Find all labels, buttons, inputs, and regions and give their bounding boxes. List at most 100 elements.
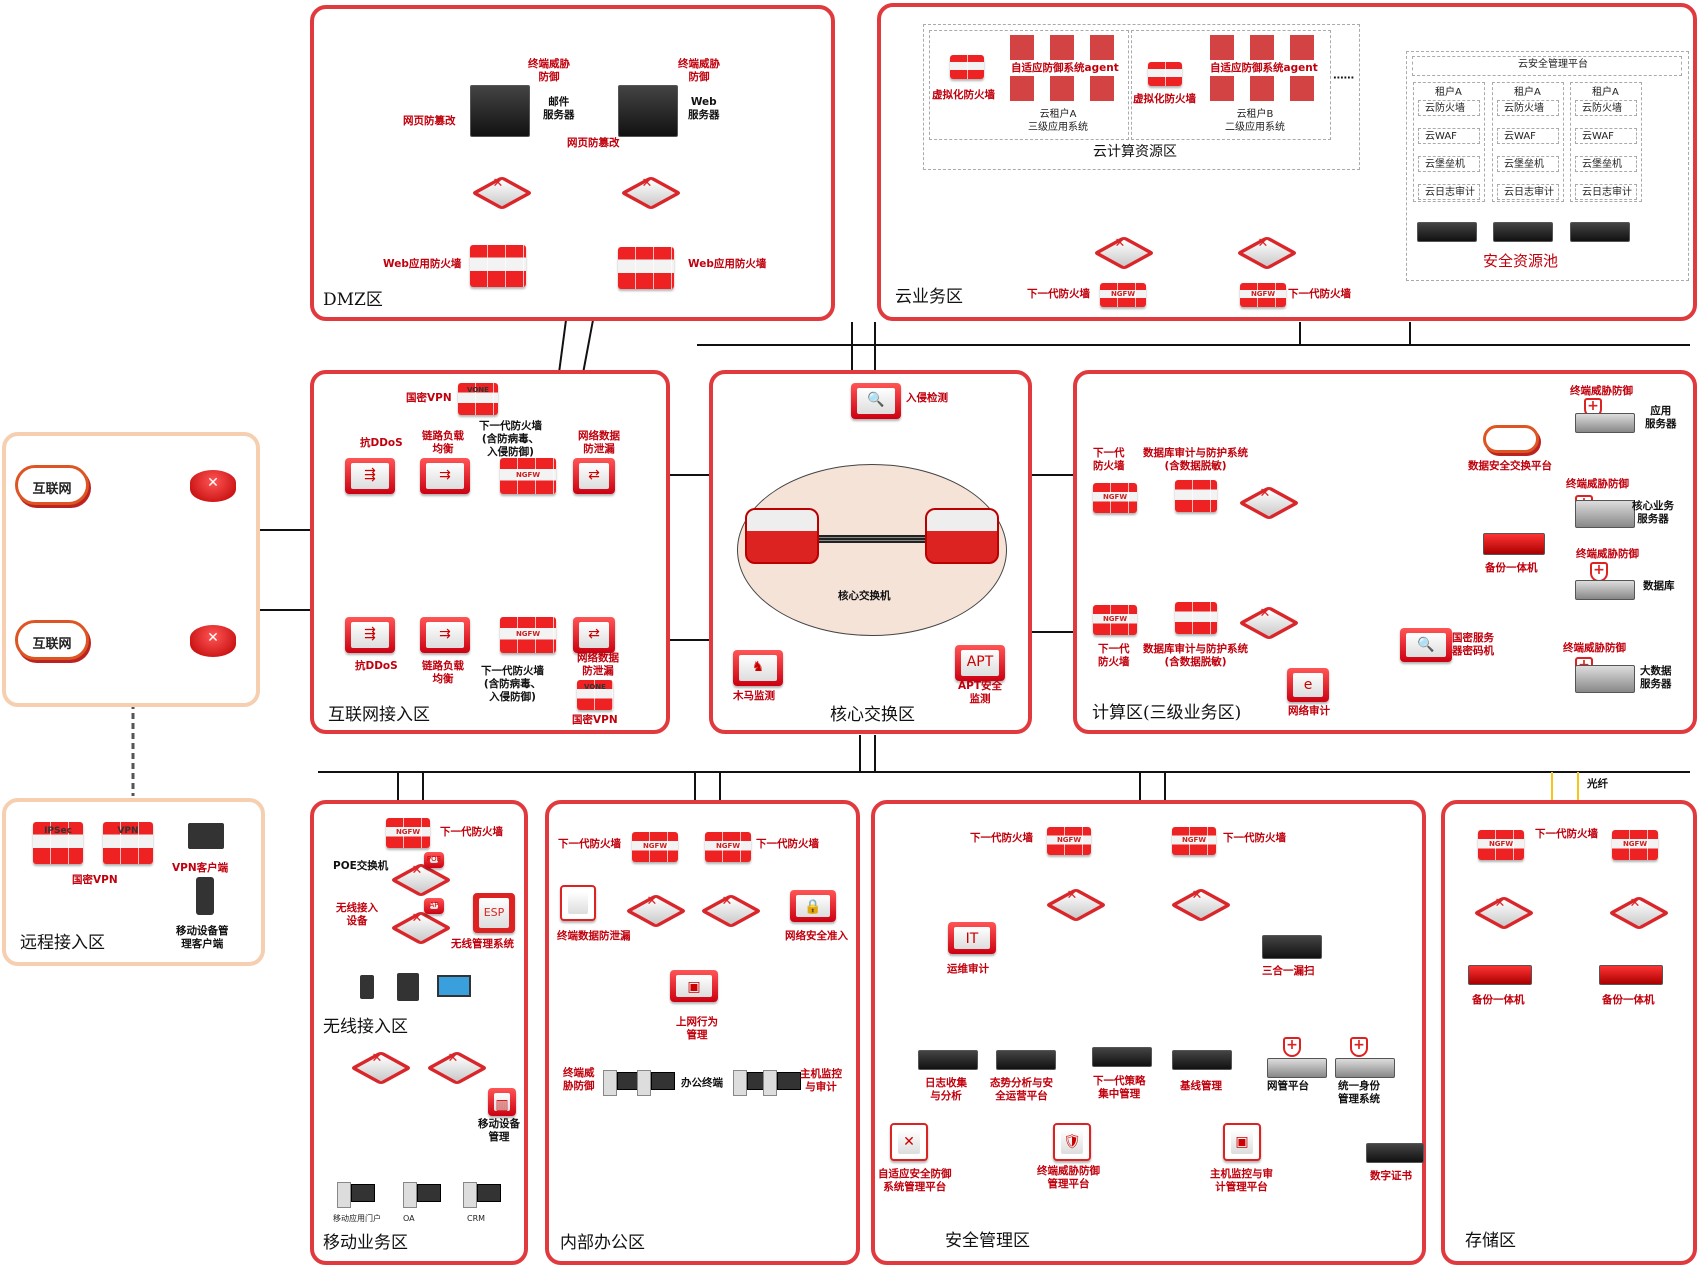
tenant-name: 租户A	[1514, 87, 1541, 98]
ngfw-label: 下一代 防火墙	[1093, 447, 1125, 472]
zone-title-storage: 存储区	[1465, 1231, 1516, 1251]
behavior-mgmt-icon: ▣	[670, 970, 718, 1002]
baseline-label: 基线管理	[1180, 1080, 1222, 1092]
office-zone	[545, 800, 860, 1265]
net-audit-icon: e	[1287, 668, 1329, 702]
cloud-service-label: 云日志审计	[1425, 187, 1475, 198]
tenant-column	[1570, 82, 1642, 202]
switch-icon	[1095, 235, 1145, 265]
web-server-icon	[618, 85, 678, 137]
backup-appliance-icon	[1599, 965, 1663, 985]
ngfw-badge: NGFW	[642, 842, 668, 850]
ngfw-badge: NGFW	[1056, 836, 1082, 844]
virtual-firewall-icon	[950, 55, 984, 79]
internet-cloud-label: 互联网	[32, 637, 72, 652]
ipsec-label: IPSec	[44, 826, 72, 836]
ngfw-label: 下一代防火墙 (含防病毒、 入侵防御)	[479, 420, 542, 458]
host-mgmt-label: 主机监控与审 计管理平台	[1210, 1168, 1273, 1193]
zone-title-compute: 计算区(三级业务区)	[1092, 703, 1242, 723]
nms-label: 网管平台	[1267, 1080, 1309, 1092]
web-tamper-label: 网页防篡改	[567, 137, 620, 149]
ap-label: 无线接入 设备	[336, 902, 378, 927]
cloud-service-item	[1575, 128, 1637, 144]
storage-zone	[1441, 800, 1697, 1265]
virtual-firewall-label: 虚拟化防火墙	[1133, 93, 1196, 105]
vpn-badge: VONE	[467, 386, 489, 394]
cloud-mgmt-platform-label: 云安全管理平台	[1518, 59, 1588, 70]
tenant-name: 租户A	[1435, 87, 1462, 98]
zone-title-dmz: DMZ区	[323, 290, 383, 310]
cloud-service-item	[1575, 184, 1637, 200]
dlp-icon: ⇄	[573, 458, 615, 494]
agent-label: 自适应防御系统agent	[1210, 62, 1318, 74]
waf-icon	[470, 245, 526, 287]
ngfw-label: 下一代防火墙	[1288, 288, 1351, 300]
zone-title-secmgmt: 安全管理区	[945, 1231, 1030, 1251]
gm-vpn-label: 国密VPN	[572, 714, 618, 726]
ngfw-icon: NGFW	[705, 832, 751, 862]
ngfw-label: 下一代防火墙	[1223, 832, 1286, 844]
cloud-service-label: 云防火墙	[1504, 103, 1544, 114]
ngfw-badge: NGFW	[395, 828, 421, 836]
cloud-service-label: 云WAF	[1504, 131, 1536, 142]
security-mgmt-zone	[871, 800, 1426, 1265]
mdm-icon: ▥	[488, 1088, 516, 1116]
load-balancer-icon: ⇉	[420, 458, 470, 494]
data-exchange-icon	[1483, 425, 1539, 453]
switch-icon	[1610, 895, 1660, 925]
switch-icon	[1172, 887, 1222, 917]
trojan-monitor-icon: ♞	[733, 650, 783, 686]
switch-icon	[1238, 235, 1288, 265]
trojan-monitor-label: 木马监测	[733, 690, 775, 702]
anti-ddos-icon: ⇶	[345, 458, 395, 494]
ngfw-label: 下一代 防火墙	[1098, 643, 1130, 668]
ngfw-badge: NGFW	[1622, 840, 1648, 848]
switch-icon	[622, 175, 672, 205]
office-terminal-label: 办公终端	[681, 1077, 723, 1089]
ngfw-icon: NGFW	[1047, 827, 1091, 855]
iam-label: 统一身份 管理系统	[1338, 1080, 1380, 1105]
data-exchange-label: 数据安全交换平台	[1468, 460, 1552, 472]
edr-label: 终端威胁 防御	[528, 58, 570, 83]
ngfw-label: 下一代防火墙	[1027, 288, 1090, 300]
cloud-service-item	[1497, 156, 1559, 172]
pc-icon	[463, 1180, 501, 1208]
baseline-appliance-icon	[1172, 1050, 1232, 1070]
ddos-label: 抗DDoS	[360, 437, 403, 449]
tenant-column	[1492, 82, 1564, 202]
ngfw-icon: NGFW	[632, 832, 678, 862]
zone-title-remote: 远程接入区	[20, 933, 105, 953]
bigdata-server-icon	[1575, 665, 1635, 693]
dlp-icon: ⇄	[573, 617, 615, 653]
agent-label: 自适应防御系统agent	[1011, 62, 1119, 74]
edr-label: 终端威胁防御	[1570, 385, 1633, 397]
ids-icon: 🔍	[851, 383, 901, 419]
ngfw-icon: NGFW	[1093, 483, 1137, 513]
internet-cloud: 互联网	[15, 620, 89, 660]
backup-label: 备份一体机	[1472, 994, 1525, 1006]
security-appliance-icon	[1493, 222, 1553, 242]
router-icon	[190, 470, 236, 502]
poe-switch-label: POE交换机	[333, 860, 389, 872]
cloud-service-item	[1575, 156, 1637, 172]
office-pc-icon	[637, 1068, 675, 1096]
shield-icon	[1590, 562, 1608, 582]
policy-label: 下一代策略 集中管理	[1093, 1075, 1146, 1100]
apt-monitor-label: APT安全 监测	[958, 680, 1002, 705]
vuln-scanner-label: 三合一漏扫	[1262, 965, 1315, 977]
iam-server-icon	[1335, 1058, 1395, 1078]
edr-label: 终端威胁防御	[1563, 642, 1626, 654]
ngfw-label: 下一代防火墙	[440, 826, 503, 838]
cloud-service-item	[1575, 100, 1637, 116]
ngfw-icon: NGFW	[1100, 283, 1146, 307]
db-audit-icon	[1175, 480, 1217, 512]
tenant-b-box	[1131, 30, 1331, 140]
edr-mgmt-icon: 🛡	[1053, 1123, 1091, 1161]
db-audit-label: 数据库审计与防护系统 (含数据脱敏)	[1143, 447, 1248, 472]
gm-vpn-icon: VONE	[577, 680, 613, 710]
esp-badge-text: ESP	[483, 906, 505, 919]
nac-label: 网络安全准入	[785, 930, 848, 942]
edr-label: 终端威胁防御	[1576, 548, 1639, 560]
core-switch-icon	[745, 508, 819, 564]
database-icon	[1575, 580, 1635, 600]
